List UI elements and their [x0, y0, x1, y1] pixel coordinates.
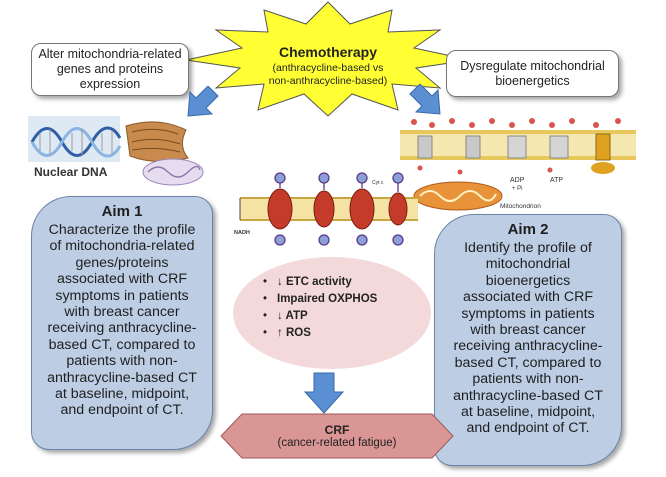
effect-item: • Impaired OXPHOS: [263, 291, 377, 308]
aim1-line: anthracycline-based CT: [47, 369, 197, 386]
alter-line2: genes and proteins: [56, 62, 164, 76]
effect-text: ↑ ROS: [277, 327, 311, 339]
cyt-label: Cyt c: [372, 180, 384, 186]
crf-hexagon: [220, 413, 454, 459]
nuclear-dna-label: Nuclear DNA: [34, 165, 108, 179]
dysregulate-line2: bioenergetics: [495, 73, 570, 88]
aim1-line: patients with non-: [66, 353, 178, 370]
aim1-line: genes/proteins: [75, 254, 169, 271]
aim2-line: anthracycline-based CT: [453, 387, 603, 404]
aim2-line: at baseline, midpoint,: [460, 404, 596, 421]
effect-item: • ↓ ETC activity: [263, 274, 377, 291]
bullet: •: [263, 310, 268, 322]
alter-expression-box: Alter mitochondria-related genes and pro…: [31, 43, 189, 96]
adp-label: ADP: [510, 177, 525, 184]
dysregulate-line1: Dysregulate mitochondrial: [460, 58, 605, 73]
crf-text: CRF (cancer-related fatigue): [220, 413, 454, 459]
pi-label: + Pi: [512, 186, 523, 192]
aim1-line: of mitochondria-related: [49, 238, 195, 255]
aim2-line: bioenergetics: [485, 272, 571, 289]
dysregulate-bioenergetics-box: Dysregulate mitochondrial bioenergetics: [446, 50, 619, 97]
effects-oval: •↓ ETC activity •Impaired OXPHOS •↓ ATP …: [233, 257, 431, 369]
aim2-line: receiving anthracycline-: [453, 338, 603, 355]
alter-line3: expression: [79, 77, 141, 91]
aim2-line: patients with non-: [472, 371, 584, 388]
nadh-label: NADH: [234, 230, 250, 236]
mitochondrial-bioenergetics-illustration: ADP + Pi ATP Mitochondrion: [400, 118, 636, 211]
aim2-line: mitochondrial: [485, 256, 571, 273]
crf-subtitle: (cancer-related fatigue): [277, 437, 397, 449]
aim1-line: and endpoint of CT.: [60, 402, 184, 419]
aim2-title: Aim 2: [507, 221, 549, 238]
etc-complexes-illustration: Cyt c NADH: [234, 172, 418, 246]
aim2-line: based CT, compared to: [454, 354, 602, 371]
arrow-down-icon: [304, 372, 344, 414]
chemo-subtitle-line1: (anthracycline-based vs: [272, 62, 384, 74]
chemo-title: Chemotherapy: [278, 44, 378, 60]
effects-list: •↓ ETC activity •Impaired OXPHOS •↓ ATP …: [263, 274, 377, 342]
effect-text: ↓ ETC activity: [277, 276, 352, 288]
alter-line1: Alter mitochondria-related: [38, 47, 182, 61]
bullet: •: [263, 293, 268, 305]
aim2-line: and endpoint of CT.: [466, 420, 590, 437]
aim2-line: with breast cancer: [470, 322, 586, 339]
mitochondrion-label: Mitochondrion: [500, 203, 541, 210]
aim2-line: symptoms in patients: [461, 305, 595, 322]
effect-item: • ↓ ATP: [263, 308, 377, 325]
aim2-line: associated with CRF: [462, 289, 594, 306]
crf-shape: CRF (cancer-related fatigue): [220, 413, 454, 459]
crf-title: CRF: [324, 423, 350, 437]
aim1-box: Aim 1 Characterize the profile of mitoch…: [31, 196, 213, 450]
aim1-line: Characterize the profile: [48, 222, 196, 238]
chemo-subtitle-line2: non-anthracycline-based): [268, 75, 388, 87]
aim1-body: Characterize the profile of mitochondria…: [32, 222, 212, 419]
arrow-to-left-icon: [187, 86, 219, 117]
atp-label: ATP: [550, 177, 563, 184]
nuclear-dna-illustration: Nuclear DNA: [28, 116, 204, 186]
aim1-line: symptoms in patients: [55, 287, 189, 304]
aim2-box: Aim 2 Identify the profile of mitochondr…: [434, 214, 622, 466]
aim1-line: with breast cancer: [64, 304, 180, 321]
aim1-line: at baseline, midpoint,: [54, 386, 190, 403]
aim1-title: Aim 1: [101, 203, 143, 220]
aim1-line: based CT, compared to: [48, 336, 196, 353]
bullet: •: [263, 327, 268, 339]
aim2-body: Identify the profile of mitochondrial bi…: [435, 240, 621, 437]
effect-text: ↓ ATP: [277, 310, 308, 322]
aim2-line: Identify the profile of: [464, 240, 592, 256]
arrow-to-right-icon: [409, 84, 441, 115]
effect-text: Impaired OXPHOS: [277, 293, 378, 305]
aim1-line: receiving anthracycline-: [47, 320, 197, 337]
effect-item: • ↑ ROS: [263, 325, 377, 342]
bullet: •: [263, 276, 268, 288]
aim1-line: associated with CRF: [56, 271, 188, 288]
chemotherapy-star: [185, 1, 471, 117]
